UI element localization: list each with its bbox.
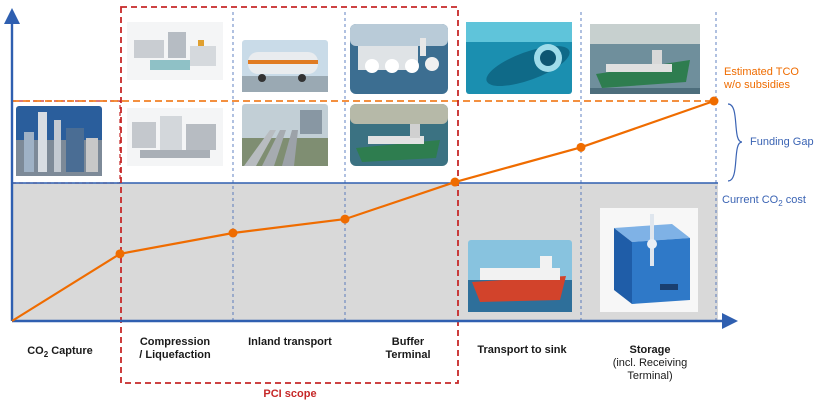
cost-point (576, 142, 586, 152)
road-tanker-image (242, 40, 328, 92)
stage-label-compression: Compression / Liquefaction (125, 336, 225, 362)
cost-point (115, 249, 125, 259)
stage-label-transport-to-sink: Transport to sink (463, 344, 581, 357)
stage-label-storage-line1: Storage (629, 344, 671, 356)
funding-gap-annotation: Funding Gap (750, 136, 814, 148)
stage-label-co2-capture: CO2 Capture (10, 345, 110, 361)
current-cost-prefix: Current CO (722, 194, 779, 206)
terminal-ship-image (350, 104, 448, 166)
current-cost-sub: 2 (778, 199, 783, 209)
stage-label-co2-capture-sub: 2 (43, 350, 49, 360)
compression-unit-image (127, 22, 223, 80)
x-axis-arrow (722, 313, 738, 329)
current-cost-suffix: cost (782, 194, 806, 206)
funding-gap-brace (727, 103, 743, 182)
stage-label-transport-to-sink-line1: Transport to sink (477, 344, 567, 356)
storage-reservoir-image (600, 208, 698, 312)
pci-scope-box (120, 6, 459, 384)
tco-annotation-line2: w/o subsidies (724, 79, 791, 91)
subsea-pipeline-image (466, 22, 572, 94)
pci-scope-label: PCI scope (263, 388, 317, 400)
cost-point (228, 228, 238, 238)
co2-carrier-image (468, 240, 572, 312)
cost-point (709, 96, 719, 106)
storage-ship-image (590, 24, 700, 94)
cost-point (340, 214, 350, 224)
stage-label-inland-transport: Inland transport (238, 336, 342, 349)
current-cost-annotation: Current CO2 cost (722, 194, 820, 210)
stage-label-buffer-terminal-line1: Buffer (391, 336, 425, 348)
stage-label-buffer-terminal-line2: Terminal (385, 349, 431, 361)
cost-point (450, 177, 460, 187)
capture-plant-image (16, 106, 102, 176)
terminal-tanks-image (350, 24, 448, 94)
cost-series (11, 96, 719, 322)
stage-label-buffer-terminal: Buffer Terminal (360, 336, 456, 362)
tco-annotation-line1: Estimated TCO (724, 66, 799, 78)
pipeline-image (242, 104, 328, 166)
stage-label-storage-line2: (incl. Receiving (612, 357, 688, 369)
y-axis-arrow (4, 8, 20, 24)
stage-label-storage: Storage (incl. Receiving Terminal) (590, 344, 710, 383)
liquefaction-unit-image (127, 108, 223, 166)
tco-annotation: Estimated TCO w/o subsidies (724, 66, 820, 92)
stage-label-co2-capture-main: CO (27, 345, 44, 357)
stage-label-co2-capture-tail: Capture (48, 345, 93, 357)
stage-label-storage-line3: Terminal) (627, 370, 673, 382)
stage-label-compression-line1: Compression (139, 336, 211, 348)
stage-label-inland-transport-line1: Inland transport (248, 336, 332, 348)
stage-label-compression-line2: / Liquefaction (139, 349, 211, 361)
